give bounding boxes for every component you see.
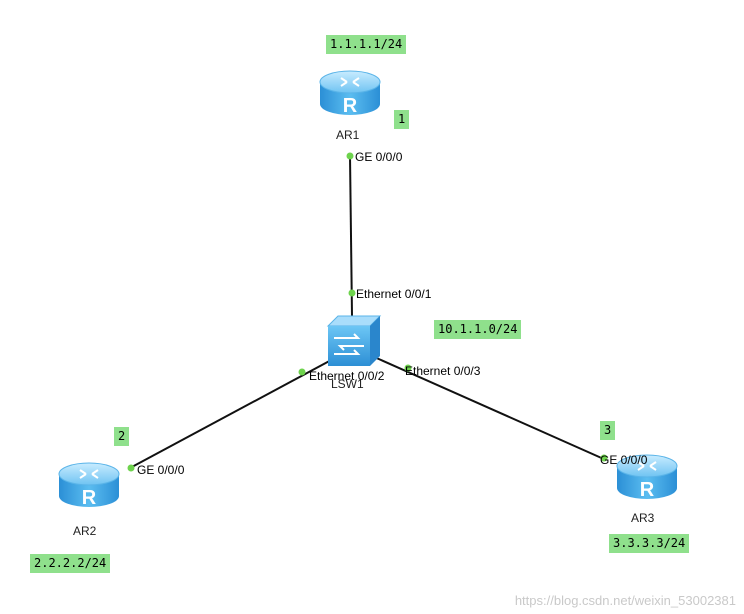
ar1-name: AR1 (336, 128, 360, 142)
lsw1-e1-port-label: Ethernet 0/0/1 (356, 287, 432, 301)
ar1-port-label: GE 0/0/0 (355, 150, 403, 164)
port-dot-lsw1-e3[interactable] (404, 364, 412, 372)
ar3-port-label: GE 0/0/0 (600, 453, 648, 467)
router-ar1-icon[interactable]: R (319, 70, 381, 117)
svg-text:R: R (343, 95, 358, 117)
ar1-number-label: 1 (394, 110, 410, 129)
ar2-name: AR2 (73, 524, 97, 538)
watermark: https://blog.csdn.net/weixin_53002381 (514, 593, 736, 608)
link-lsw1-ar3[interactable] (371, 355, 607, 461)
ar2-port-label: GE 0/0/0 (137, 463, 185, 477)
router-ar3-icon[interactable]: R (616, 454, 678, 501)
lsw1-name: LSW1 (331, 377, 364, 391)
ar3-number-label: 3 (600, 421, 616, 440)
ar3-ip-label: 3.3.3.3/24 (609, 534, 690, 553)
ar2-number-label: 2 (114, 427, 130, 446)
svg-text:R: R (640, 479, 655, 501)
svg-text:R: R (82, 487, 97, 509)
port-dot-lsw1-e1[interactable] (348, 289, 356, 297)
lsw1-network-label: 10.1.1.0/24 (434, 320, 522, 339)
ar1-ip-label: 1.1.1.1/24 (326, 35, 407, 54)
router-ar2-icon[interactable]: R (58, 462, 120, 509)
port-dot-ar3-ge[interactable] (600, 454, 608, 462)
ar3-name: AR3 (631, 511, 655, 525)
port-dot-ar1-ge[interactable] (346, 152, 354, 160)
link-lsw1-ar2[interactable] (129, 357, 336, 469)
lsw1-e3-port-label: Ethernet 0/0/3 (405, 364, 481, 378)
port-dot-lsw1-e2[interactable] (298, 368, 306, 376)
lsw1-e2-port-label: Ethernet 0/0/2 (309, 369, 385, 383)
switch-lsw1-icon[interactable] (326, 315, 382, 366)
ar2-ip-label: 2.2.2.2/24 (30, 554, 111, 573)
port-dot-ar2-ge[interactable] (127, 464, 135, 472)
link-ar1-lsw1[interactable] (349, 155, 353, 317)
